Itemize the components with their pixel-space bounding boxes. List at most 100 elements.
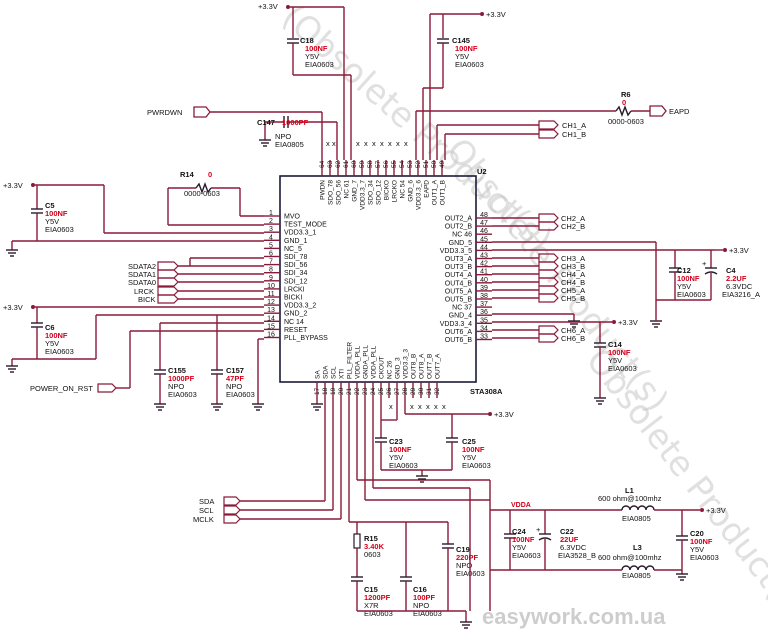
bottom-pin-name: GND_3	[395, 357, 402, 379]
bick-label: BICK	[138, 295, 156, 304]
top-pin-name: VDD3.3_6	[416, 180, 423, 210]
bottom-pin-name: OUT8_A	[419, 353, 426, 379]
svg-text:x: x	[388, 139, 392, 148]
c18-l2: EIA0603	[305, 60, 334, 69]
left-pin-number: 16	[267, 332, 275, 339]
c5-l1: Y5V	[45, 217, 59, 226]
svg-text:x: x	[418, 402, 422, 411]
c19-ref: C19	[456, 545, 470, 554]
r6-value: 0	[622, 98, 626, 107]
left-pin-name: SDI_78	[284, 254, 307, 261]
ch3a-label: CH3_A	[561, 254, 585, 263]
ch5b-label: CH5_B	[561, 294, 585, 303]
c15-l1: X7R	[364, 601, 379, 610]
right-pin-number: 44	[480, 244, 488, 251]
svg-text:x: x	[356, 139, 360, 148]
right-pin-name: OUT5_A	[445, 288, 473, 295]
lrck-label: LRCK	[134, 287, 154, 296]
svg-text:x: x	[404, 139, 408, 148]
c24-ref: C24	[512, 527, 527, 536]
bottom-pin-number: 22	[354, 387, 361, 395]
c18-section: +3.3V C18 100NF Y5V EIA0603	[258, 2, 352, 160]
svg-text:+: +	[702, 259, 707, 268]
c147-l2: EIA0805	[275, 140, 304, 149]
left-pin-number: 11	[267, 291, 274, 298]
c19-l1: NPO	[456, 561, 472, 570]
c20-value: 100NF	[690, 537, 713, 546]
right-pin-number: 46	[480, 228, 488, 235]
top-pin-number: 62	[335, 160, 342, 168]
right-pin-number: 34	[480, 325, 488, 332]
c22-value: 22UF	[560, 535, 579, 544]
l1-l1: EIA0805	[622, 514, 651, 523]
bottom-pin-name: VDDA_PLL	[371, 345, 378, 379]
r14-l1: 0000-0603	[184, 189, 220, 198]
v33-label-c6: +3.3V	[3, 303, 23, 312]
c20-l2: EIA0603	[690, 553, 719, 562]
bottom-pin-number: 19	[330, 387, 337, 395]
bottom-pin-name: NC 26	[387, 360, 394, 379]
right-pin-name: OUT6_B	[445, 337, 473, 344]
c147-value: 1000PF	[282, 118, 309, 127]
left-pin-number: 10	[267, 283, 275, 290]
right-pin-number: 36	[480, 309, 488, 316]
l1-ref: L1	[625, 486, 634, 495]
svg-text:x: x	[372, 139, 376, 148]
c18-value: 100NF	[305, 44, 328, 53]
bottom-pin-group: 17SA18SDA19SCL20XTI21PLL_FILTER22VDDA_PL…	[314, 342, 442, 398]
c5-section: +3.3V C5 100NF Y5V EIA0603	[3, 181, 264, 257]
top-pin-name: NC 61	[344, 180, 351, 199]
bottom-pin-number: 20	[338, 387, 345, 395]
c12-l1: Y5V	[677, 282, 691, 291]
c16-l1: NPO	[413, 601, 429, 610]
left-pin-name: SDI_56	[284, 262, 307, 269]
top-pin-number: 52	[415, 160, 422, 168]
c4-ref: C4	[726, 266, 736, 275]
ch5a-label: CH5_A	[561, 286, 585, 295]
c145-ref: C145	[452, 36, 470, 45]
r6-section: EAPD R6 0 0000-0603	[415, 90, 690, 160]
c15-value: 1200PF	[364, 593, 391, 602]
c20-l1: Y5V	[690, 545, 704, 554]
c5-l2: EIA0603	[45, 225, 74, 234]
reset-section: C155 1000PF NPO EIA0603 C157 47PF NPO EI…	[30, 315, 264, 411]
top-pin-name: BICKO	[384, 180, 391, 200]
c145-l1: Y5V	[455, 52, 469, 61]
left-pin-name: BICKI	[284, 295, 302, 302]
left-pin-name: GND_2	[284, 311, 307, 318]
svg-text:+: +	[536, 525, 541, 534]
c16-value: 100PF	[413, 593, 436, 602]
vdda-label: VDDA	[511, 502, 531, 509]
right-pin-number: 40	[480, 277, 488, 284]
c6-value: 100NF	[45, 331, 68, 340]
top-pin-name: GND_6	[408, 180, 415, 202]
c14-section: +3.3V C14 100NF Y5V EIA0603	[492, 313, 638, 405]
r15-value: 3.40K	[364, 542, 385, 551]
left-pin-number: 6	[269, 251, 273, 258]
ch2b-label: CH2_B	[561, 222, 585, 231]
c157-value: 47PF	[226, 374, 244, 383]
left-pin-name: SDI_34	[284, 270, 307, 277]
left-pin-number: 9	[269, 275, 273, 282]
c23-ref: C23	[389, 437, 403, 446]
left-pin-name: VDD3.3_1	[284, 230, 316, 237]
c16-ref: C16	[413, 585, 427, 594]
c4-l2: EIA3216_A	[722, 290, 760, 299]
c12-l2: EIA0603	[677, 290, 706, 299]
ch6b-label: CH6_B	[561, 334, 585, 343]
right-pin-name: VDD3.3_4	[440, 321, 472, 328]
left-pin-number: 12	[267, 299, 275, 306]
top-pin-number: 50	[431, 160, 438, 168]
right-pin-number: 39	[480, 285, 488, 292]
svg-text:x: x	[332, 139, 336, 148]
left-pin-name: NC 14	[284, 319, 304, 326]
site-watermark: easywork.com.ua	[482, 604, 666, 629]
svg-text:x: x	[442, 402, 446, 411]
top-pin-name: SDO_78	[328, 180, 335, 205]
ch4a-label: CH4_A	[561, 270, 585, 279]
c14-l1: Y5V	[608, 356, 622, 365]
c24-l1: Y5V	[512, 543, 526, 552]
c157-l1: NPO	[226, 382, 242, 391]
